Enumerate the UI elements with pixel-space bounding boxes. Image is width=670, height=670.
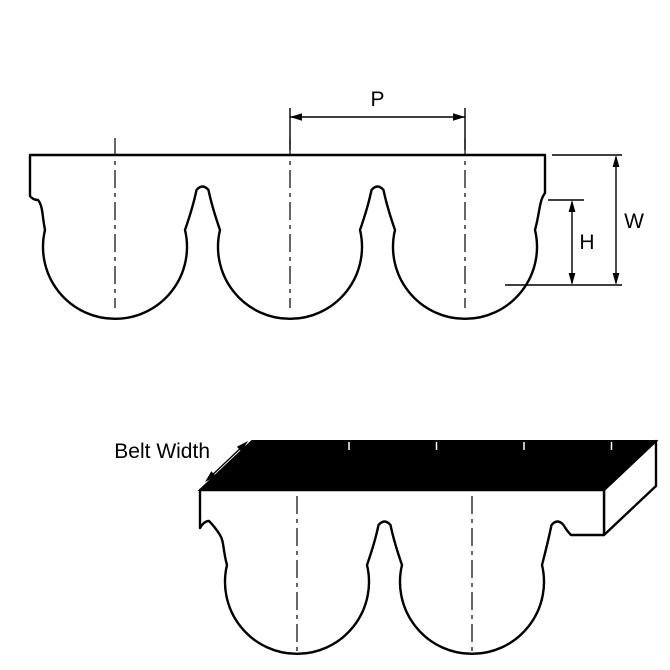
pitch-arrow-right (453, 113, 465, 121)
belt-width-arrow-back (236, 441, 248, 452)
isometric-view: Belt Width (114, 439, 659, 656)
dim-label-belt-width: Belt Width (114, 440, 210, 463)
dim-label-tooth-height: H (579, 231, 594, 254)
height-arrow-top (568, 200, 576, 212)
dimension-tooth-height: H (548, 199, 595, 285)
width-arrow-bottom (612, 273, 620, 285)
height-arrow-bottom (568, 273, 576, 285)
pitch-arrow-left (290, 113, 302, 121)
dimension-belt-width: Belt Width (114, 440, 248, 482)
belt-top-face (197, 440, 659, 491)
top-face-tooth-ticks (348, 442, 613, 450)
dimension-pitch: P (289, 88, 466, 150)
belt-profile-outline (28, 153, 547, 320)
width-arrow-top (612, 155, 620, 167)
belt-front-profile (198, 488, 606, 655)
belt-width-arrow-front (205, 471, 217, 482)
dimension-width: W (505, 154, 644, 286)
profile-view: P W H (28, 88, 644, 320)
dim-label-width: W (624, 210, 644, 233)
dim-label-pitch: P (370, 88, 384, 111)
